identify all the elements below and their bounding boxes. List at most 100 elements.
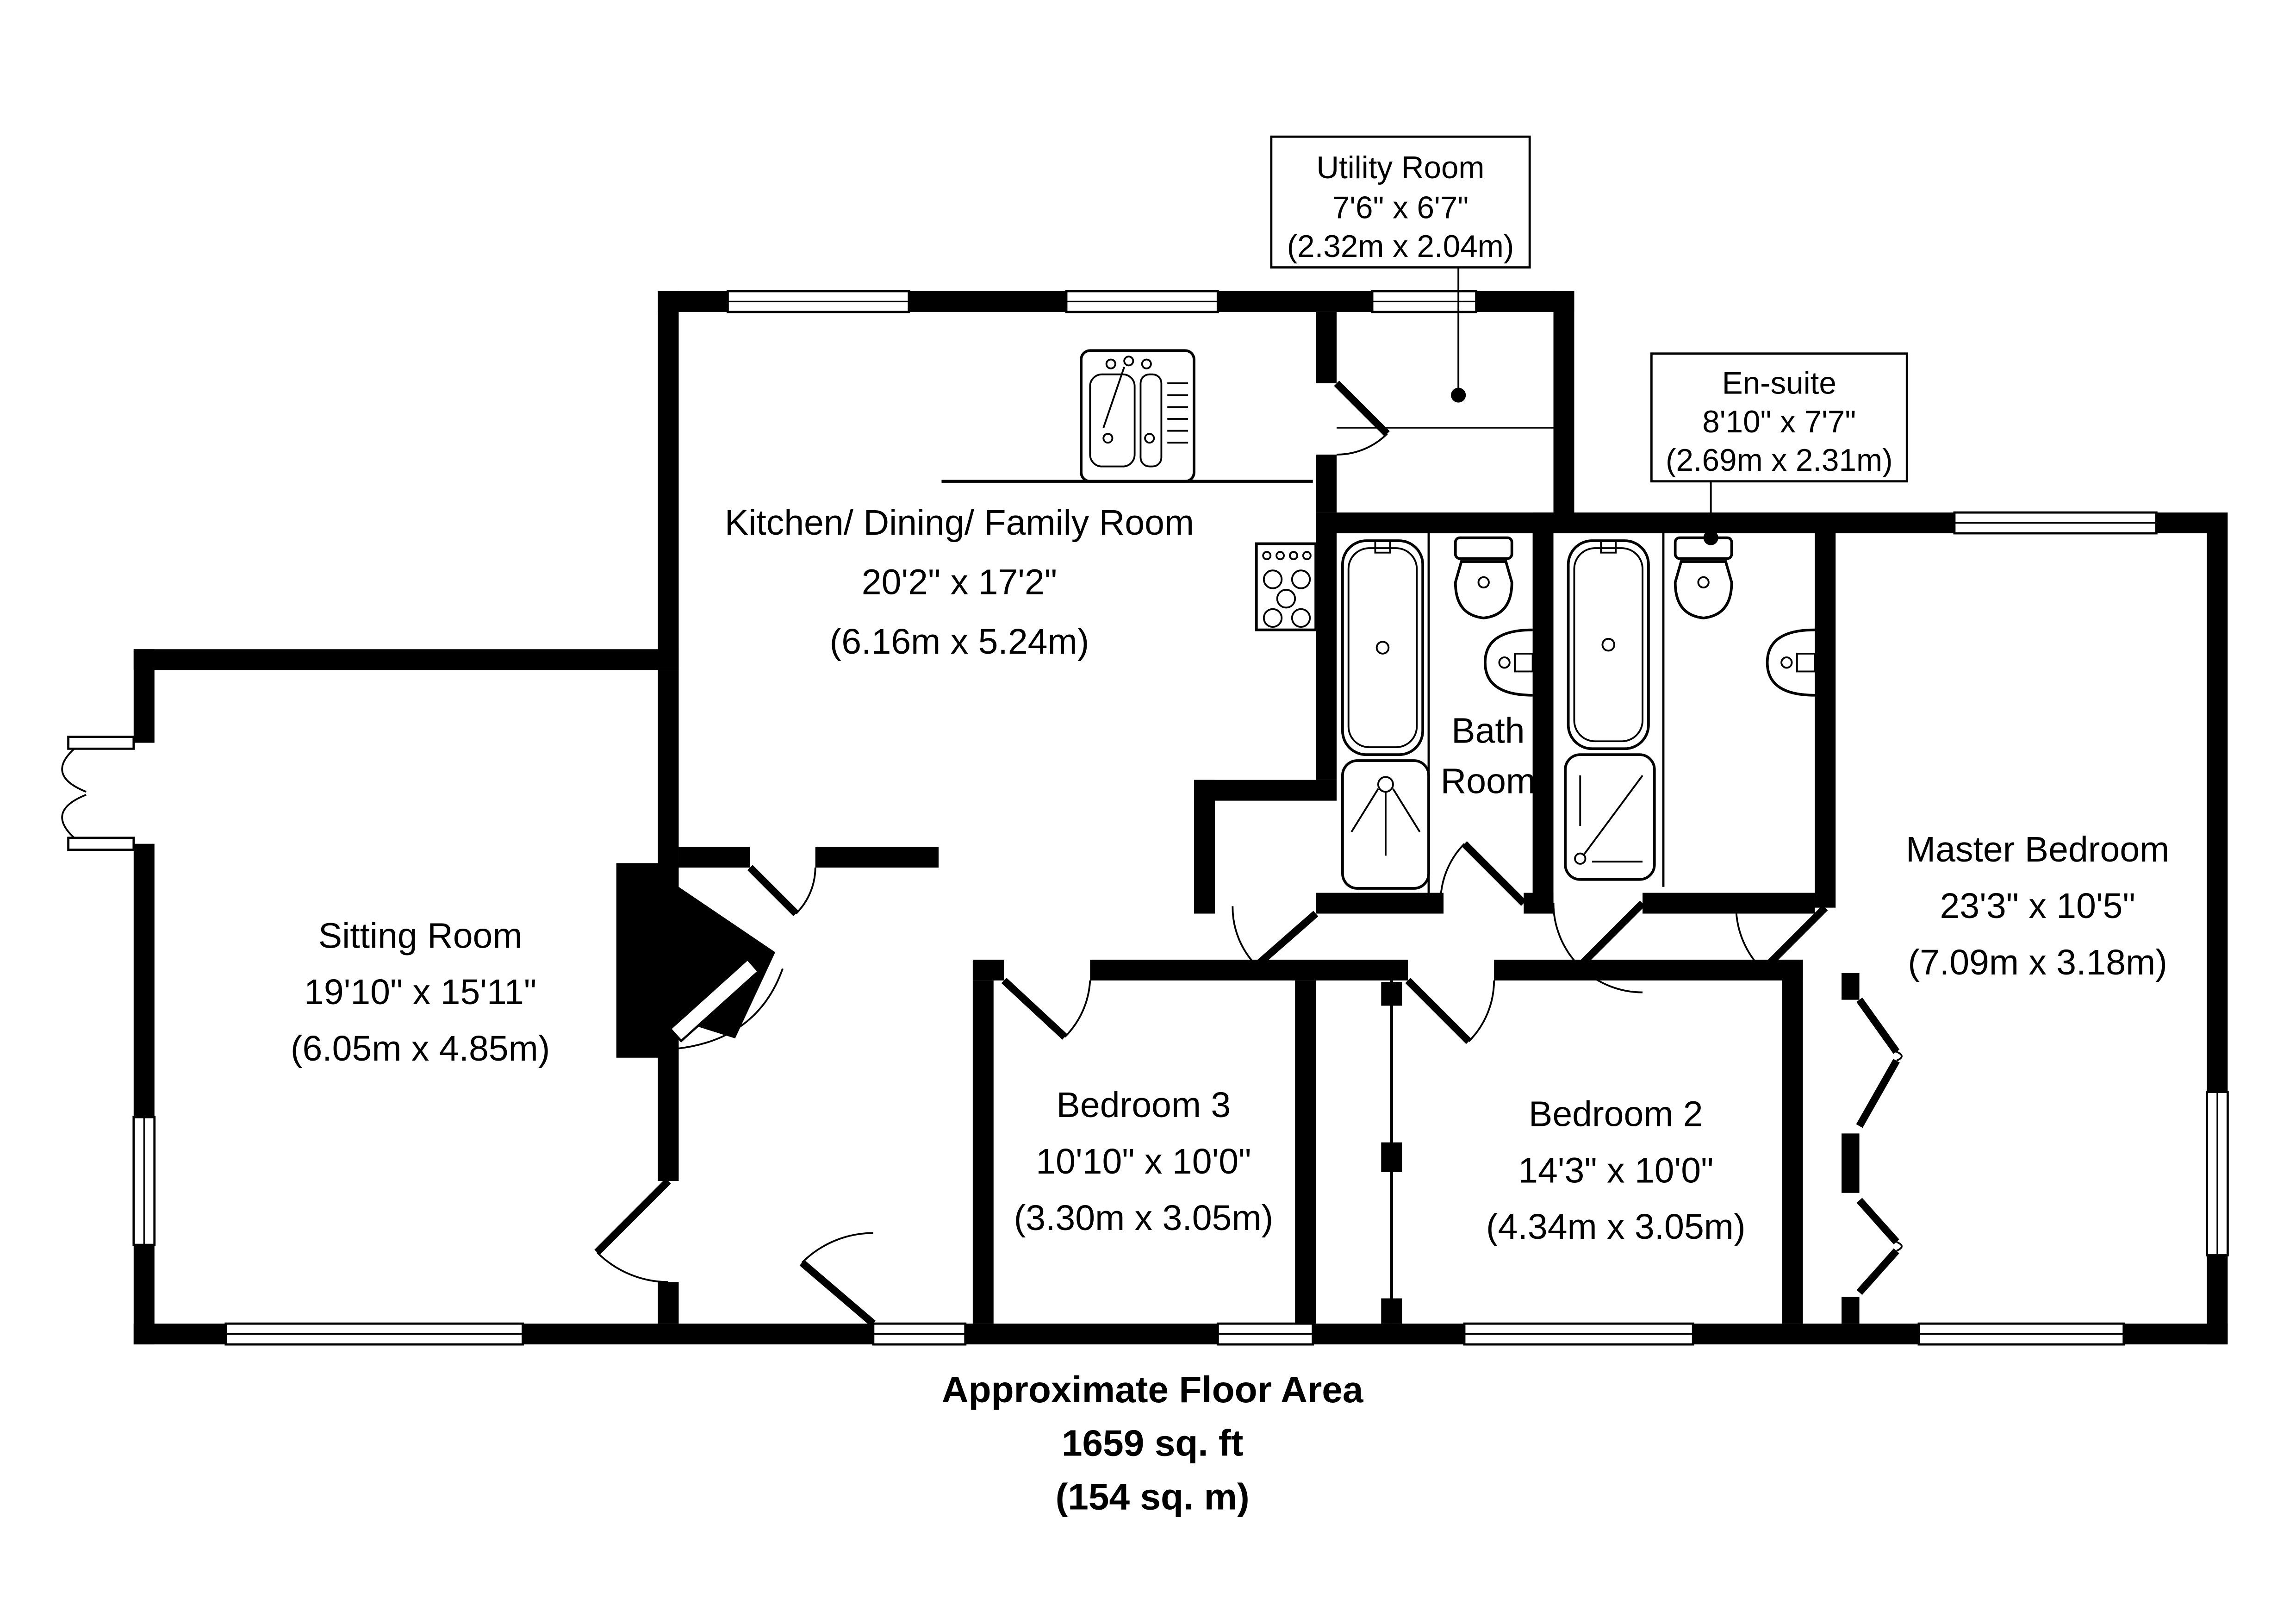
footer-line3: (154 sq. m) — [1056, 1475, 1250, 1517]
ensuite-callout-box — [1650, 352, 1908, 483]
window-utility — [1371, 290, 1478, 313]
french-doors-sitting — [61, 736, 135, 851]
label-bedroom2: Bedroom 2 14'3" x 10'0" (4.34m x 3.05m) — [1486, 1094, 1746, 1247]
wall — [1316, 533, 1337, 780]
bedroom2-metric: (4.34m x 3.05m) — [1486, 1207, 1746, 1247]
ensuite-bath-icon — [1567, 539, 1650, 750]
kitchen-metric: (6.16m x 5.24m) — [830, 622, 1089, 662]
bedroom2-imperial: 14'3" x 10'0" — [1518, 1150, 1713, 1190]
callout-ensuite: En-suite 8'10" x 7'7" (2.69m x 2.31m) — [1650, 352, 1908, 545]
sitting-metric: (6.05m x 4.85m) — [291, 1029, 550, 1068]
wardrobe-stub — [1842, 973, 1860, 1000]
label-sitting: Sitting Room 19'10" x 15'11" (6.05m x 4.… — [291, 916, 550, 1068]
door-sitting-room — [594, 1178, 671, 1283]
wall — [523, 1324, 873, 1345]
window-master-right — [2206, 1091, 2229, 1256]
utility-callout-box — [1270, 135, 1531, 269]
utility-leader-dot — [1451, 387, 1466, 403]
door-entrance — [799, 1232, 876, 1327]
utility-room-name: Utility Room — [1316, 150, 1484, 185]
wall — [133, 649, 679, 670]
wall — [1090, 959, 1408, 981]
utility-room-imperial: 7'6" x 6'7" — [1332, 191, 1469, 225]
window-hall-bottom — [872, 1322, 967, 1346]
kitchen-sink-icon — [1080, 349, 1195, 483]
exterior-walls — [133, 291, 2228, 1345]
fireplace-chimney — [616, 863, 776, 1058]
window-kitchen-top-1 — [726, 290, 910, 313]
sitting-imperial: 19'10" x 15'11" — [304, 972, 536, 1012]
window-bedroom3-bottom — [1216, 1322, 1314, 1346]
label-master: Master Bedroom 23'3" x 10'5" (7.09m x 3.… — [1906, 830, 2169, 982]
bedroom3-name: Bedroom 3 — [1057, 1085, 1231, 1125]
ensuite-basin-icon — [1766, 628, 1816, 697]
wall — [133, 843, 155, 1118]
master-imperial: 23'3" x 10'5" — [1940, 886, 2135, 926]
wall — [1313, 1324, 1464, 1345]
window-master-top — [1953, 511, 2158, 535]
master-metric: (7.09m x 3.18m) — [1908, 943, 2167, 982]
hob-icon — [1255, 542, 1317, 631]
wall — [1553, 512, 1954, 534]
door-kitchen-hall — [747, 865, 816, 917]
master-name: Master Bedroom — [1906, 830, 2169, 869]
bedroom3-metric: (3.30m x 3.05m) — [1014, 1198, 1274, 1238]
label-bath: Bath Room — [1441, 711, 1536, 801]
window-kitchen-top-2 — [1065, 290, 1219, 313]
door-cupboard — [1232, 906, 1319, 968]
wall — [1194, 780, 1337, 801]
windows — [132, 290, 2229, 1346]
bedroom2-name: Bedroom 2 — [1529, 1094, 1703, 1134]
wall — [1782, 959, 1803, 1324]
wall — [1316, 893, 1444, 914]
room-labels: Kitchen/ Dining/ Family Room 20'2" x 17'… — [291, 503, 2169, 1247]
wall — [1693, 1324, 1919, 1345]
footer-area-summary: Approximate Floor Area 1659 sq. ft (154 … — [942, 1368, 1364, 1517]
doors — [61, 381, 1903, 1327]
wall — [658, 291, 679, 670]
door-fireplace-recess — [668, 957, 784, 1050]
wall — [1194, 780, 1215, 914]
wall — [1316, 512, 1554, 534]
ensuite-imperial: 8'10" x 7'7" — [1702, 405, 1856, 439]
window-sitting-bottom — [224, 1322, 524, 1346]
bath-line2: Room — [1441, 762, 1536, 801]
wall — [1643, 893, 1815, 914]
footer-line2: 1659 sq. ft — [1062, 1422, 1243, 1464]
wall — [1316, 454, 1337, 513]
window-master-bottom — [1917, 1322, 2125, 1346]
door-bathroom — [1439, 841, 1527, 906]
kitchen-imperial: 20'2" x 17'2" — [862, 562, 1057, 602]
wall — [972, 980, 994, 1324]
wall — [2123, 1324, 2228, 1345]
wall — [133, 1245, 155, 1345]
toilet-icon — [1454, 536, 1513, 619]
ensuite-metric: (2.69m x 2.31m) — [1666, 443, 1893, 478]
wall — [908, 291, 1067, 312]
window-bedroom2-bottom — [1463, 1322, 1694, 1346]
wardrobe-stub — [1842, 1297, 1860, 1324]
bedroom3-imperial: 10'10" x 10'0" — [1036, 1142, 1251, 1181]
bath-line1: Bath — [1451, 711, 1524, 750]
footer-line1: Approximate Floor Area — [942, 1368, 1364, 1410]
basin-icon — [1484, 628, 1534, 697]
door-bedroom3 — [1001, 977, 1091, 1040]
wall — [1494, 959, 1803, 981]
interior-walls — [616, 312, 1860, 1324]
ensuite-shower-icon — [1564, 753, 1656, 881]
wall — [1553, 291, 1574, 534]
door-bedroom2 — [1405, 978, 1495, 1044]
wall — [1218, 291, 1373, 312]
partition-post — [1381, 1298, 1402, 1324]
partition-post — [1381, 982, 1402, 1006]
partition-post — [1381, 1142, 1402, 1172]
wall — [1815, 533, 1836, 908]
door-master-bedroom — [1735, 905, 1828, 971]
wardrobe-stub — [1842, 1133, 1860, 1193]
door-ensuite — [1552, 900, 1645, 993]
wall — [1316, 312, 1337, 383]
ensuite-name: En-suite — [1722, 366, 1836, 400]
wall — [972, 959, 1004, 981]
